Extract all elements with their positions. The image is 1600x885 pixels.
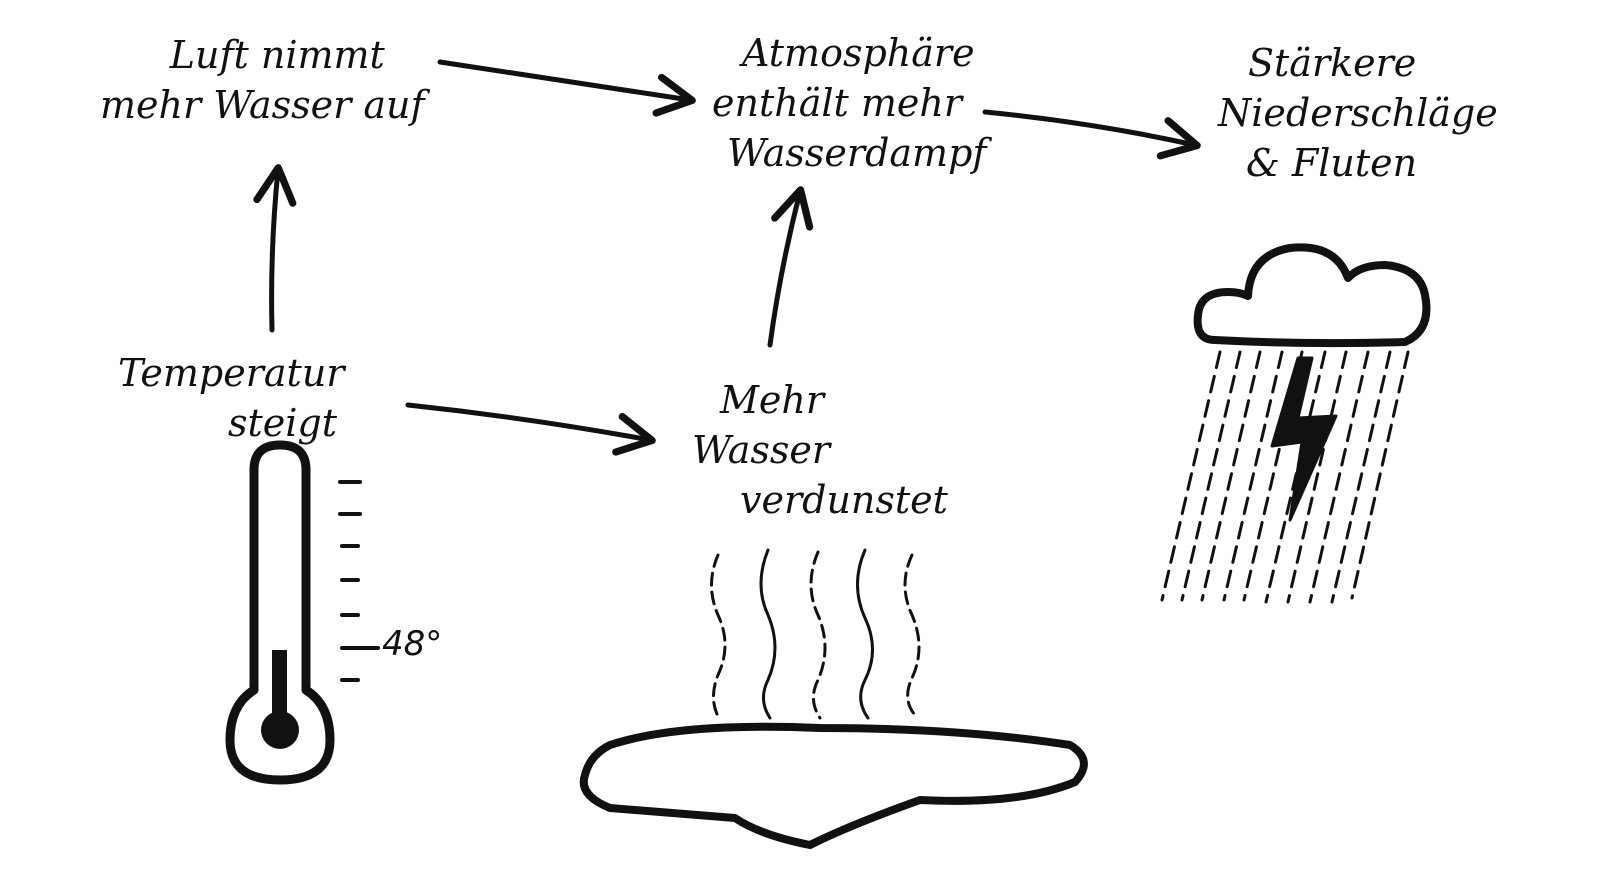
node-temperature-line-2: steigt — [228, 401, 338, 445]
node-evaporation-line-1: Mehr — [720, 378, 825, 422]
arrow-evaporation-to-atmosphere — [767, 186, 814, 348]
arrow-atmosphere-to-precipitation — [982, 109, 1201, 160]
node-precipitation-line-1: Stärkere — [1248, 41, 1417, 85]
node-evaporation-line-2: Wasser — [692, 428, 831, 472]
thermometer-scale — [338, 480, 380, 682]
node-air-line-2: mehr Wasser auf — [100, 83, 425, 127]
lightning-icon — [1270, 356, 1338, 522]
node-evaporation: Mehr Wasser verdunstet — [692, 375, 948, 525]
steam-icon — [710, 548, 921, 722]
node-precipitation-line-2: Niederschläge — [1218, 91, 1498, 135]
arrow-temperature-to-evaporation — [405, 402, 656, 456]
arrows — [253, 59, 1201, 456]
node-atmosphere-line-1: Atmosphäre — [742, 31, 975, 75]
thermometer-icon — [225, 440, 380, 785]
node-precipitation: Stärkere Niederschläge & Fluten — [1218, 38, 1498, 188]
thermometer-reading: 48° — [382, 624, 443, 664]
rain-icon — [1160, 350, 1410, 604]
node-atmosphere: Atmosphäre enthält mehr Wasserdampf — [712, 28, 986, 178]
node-atmosphere-line-3: Wasserdampf — [727, 131, 987, 175]
storm-cloud-icon — [1193, 243, 1431, 348]
arrow-air-to-atmosphere — [437, 59, 696, 117]
node-air-line-1: Luft nimmt — [169, 33, 385, 77]
puddle-icon — [579, 722, 1088, 849]
node-atmosphere-line-2: enthält mehr — [712, 81, 963, 125]
node-air: Luft nimmt mehr Wasser auf — [100, 30, 425, 130]
node-evaporation-line-3: verdunstet — [740, 478, 948, 522]
thermometer-mercury — [272, 650, 287, 720]
arrow-temperature-to-air — [253, 164, 297, 333]
thermometer-bulb — [261, 711, 299, 749]
node-temperature-line-1: Temperatur — [118, 351, 345, 395]
node-precipitation-line-3: & Fluten — [1246, 141, 1418, 185]
node-temperature: Temperatur steigt — [118, 348, 344, 448]
